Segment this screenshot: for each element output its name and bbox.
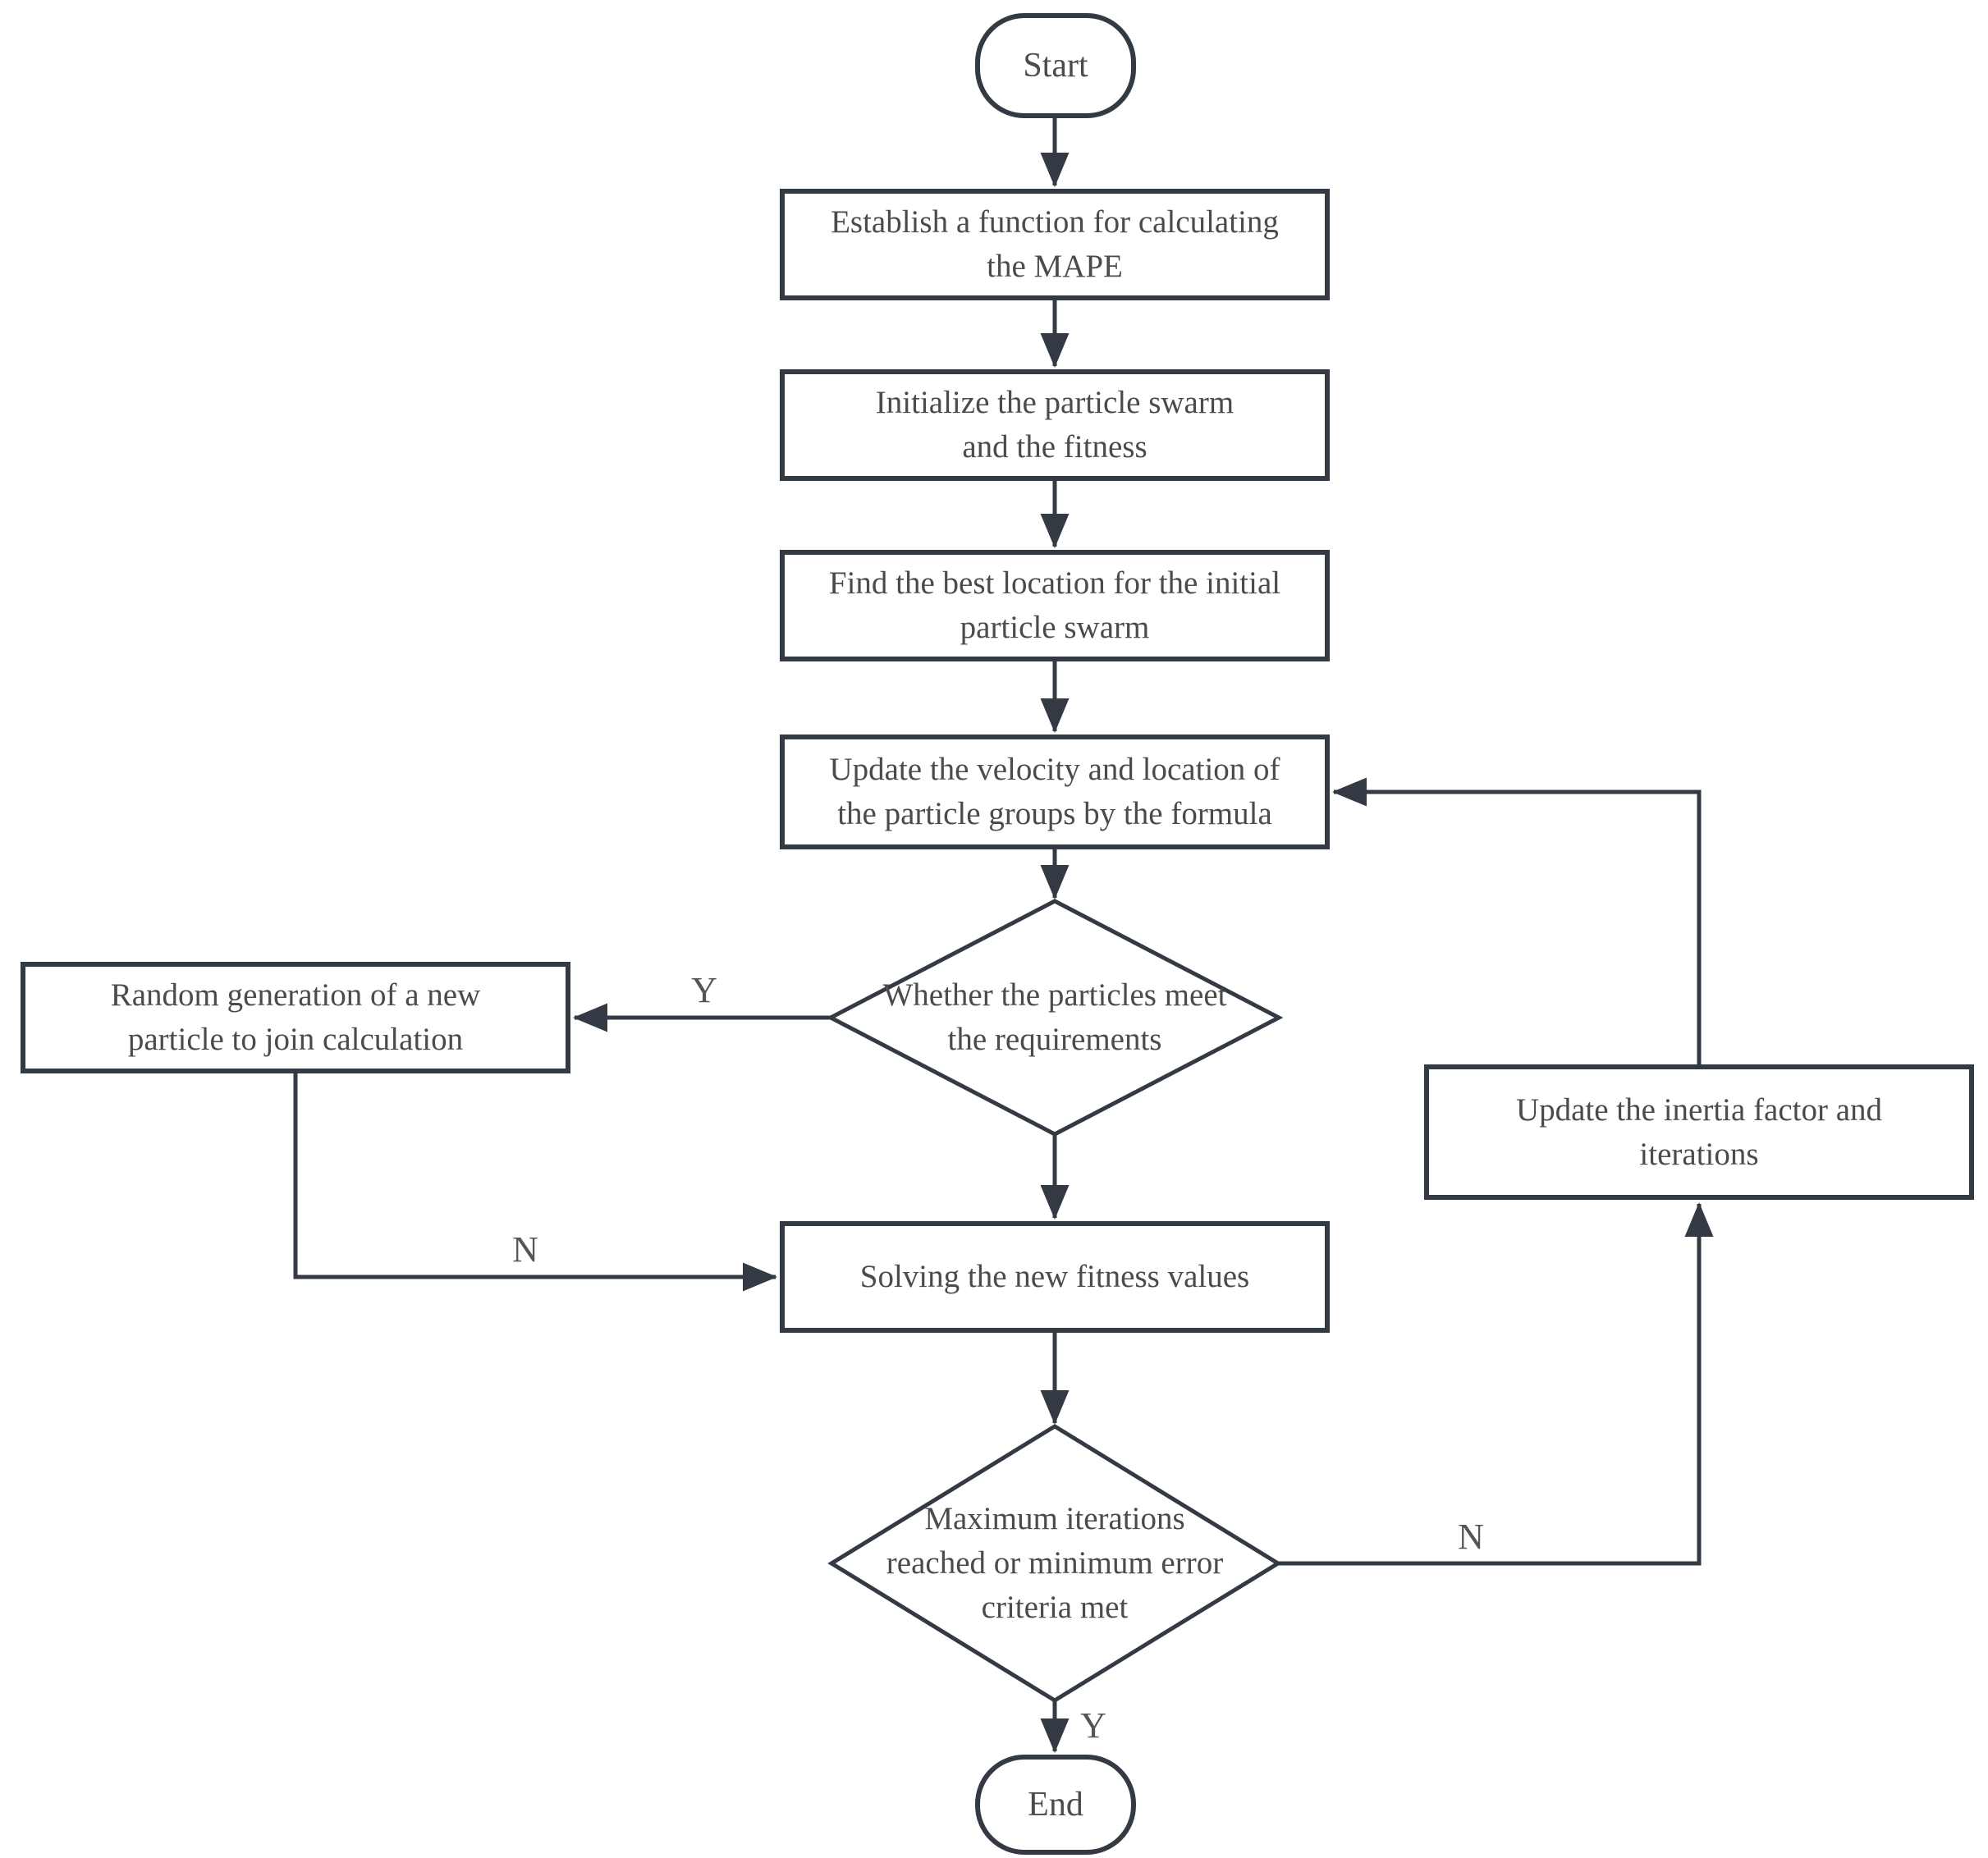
decision-max-iterations-line2: reached or minimum error	[886, 1545, 1224, 1581]
decision-particles-meet-line1: Whether the particles meet	[882, 977, 1227, 1013]
edge-decision2-no-to-inertia	[1278, 1202, 1714, 1566]
process-random-particle-line1: Random generation of a new	[110, 977, 481, 1013]
decision-particles-meet-line2: the requirements	[947, 1022, 1162, 1057]
process-establish-mape-line1: Establish a function for calculating	[831, 204, 1279, 240]
process-random-particle: Random generation of a new particle to j…	[21, 962, 570, 1073]
decision-max-iterations-line1: Maximum iterations	[924, 1501, 1185, 1536]
process-establish-mape-line2: the MAPE	[987, 249, 1123, 284]
decision-max-iterations-line3: criteria met	[981, 1590, 1129, 1625]
process-find-best-location-line1: Find the best location for the initial	[828, 565, 1281, 601]
process-update-inertia-line2: iterations	[1639, 1136, 1759, 1172]
start-node: Start	[975, 13, 1136, 118]
process-update-velocity-line1: Update the velocity and location of	[829, 752, 1280, 787]
decision-max-iterations: Maximum iterations reached or minimum er…	[825, 1471, 1285, 1655]
edge-label-yes-max-iterations: Y	[1080, 1705, 1106, 1746]
end-label: End	[1028, 1786, 1083, 1824]
process-solve-fitness: Solving the new fitness values	[780, 1221, 1330, 1333]
start-label: Start	[1023, 47, 1088, 85]
end-node: End	[975, 1755, 1136, 1855]
process-find-best-location-line2: particle swarm	[960, 610, 1150, 645]
process-random-particle-line2: particle to join calculation	[127, 1022, 464, 1057]
decision-particles-meet: Whether the particles meet the requireme…	[825, 945, 1285, 1090]
edge-label-yes-particles: Y	[691, 969, 717, 1010]
process-update-inertia: Update the inertia factor and iterations	[1424, 1064, 1974, 1200]
edge-inertia-loop-to-update	[1332, 777, 1702, 1066]
process-update-inertia-line1: Update the inertia factor and	[1515, 1091, 1883, 1128]
process-init-swarm-line1: Initialize the particle swarm	[875, 385, 1234, 420]
process-init-swarm: Initialize the particle swarm and the fi…	[780, 369, 1330, 481]
edge-label-no-max-iterations: N	[1458, 1516, 1484, 1557]
process-establish-mape: Establish a function for calculating the…	[780, 189, 1330, 300]
edge-label-no-random: N	[512, 1229, 538, 1270]
process-update-velocity: Update the velocity and location of the …	[780, 735, 1330, 849]
process-update-velocity-line2: the particle groups by the formula	[837, 796, 1272, 831]
process-find-best-location: Find the best location for the initial p…	[780, 550, 1330, 661]
process-init-swarm-line2: and the fitness	[962, 429, 1147, 464]
process-solve-fitness-line1: Solving the new fitness values	[859, 1259, 1250, 1294]
